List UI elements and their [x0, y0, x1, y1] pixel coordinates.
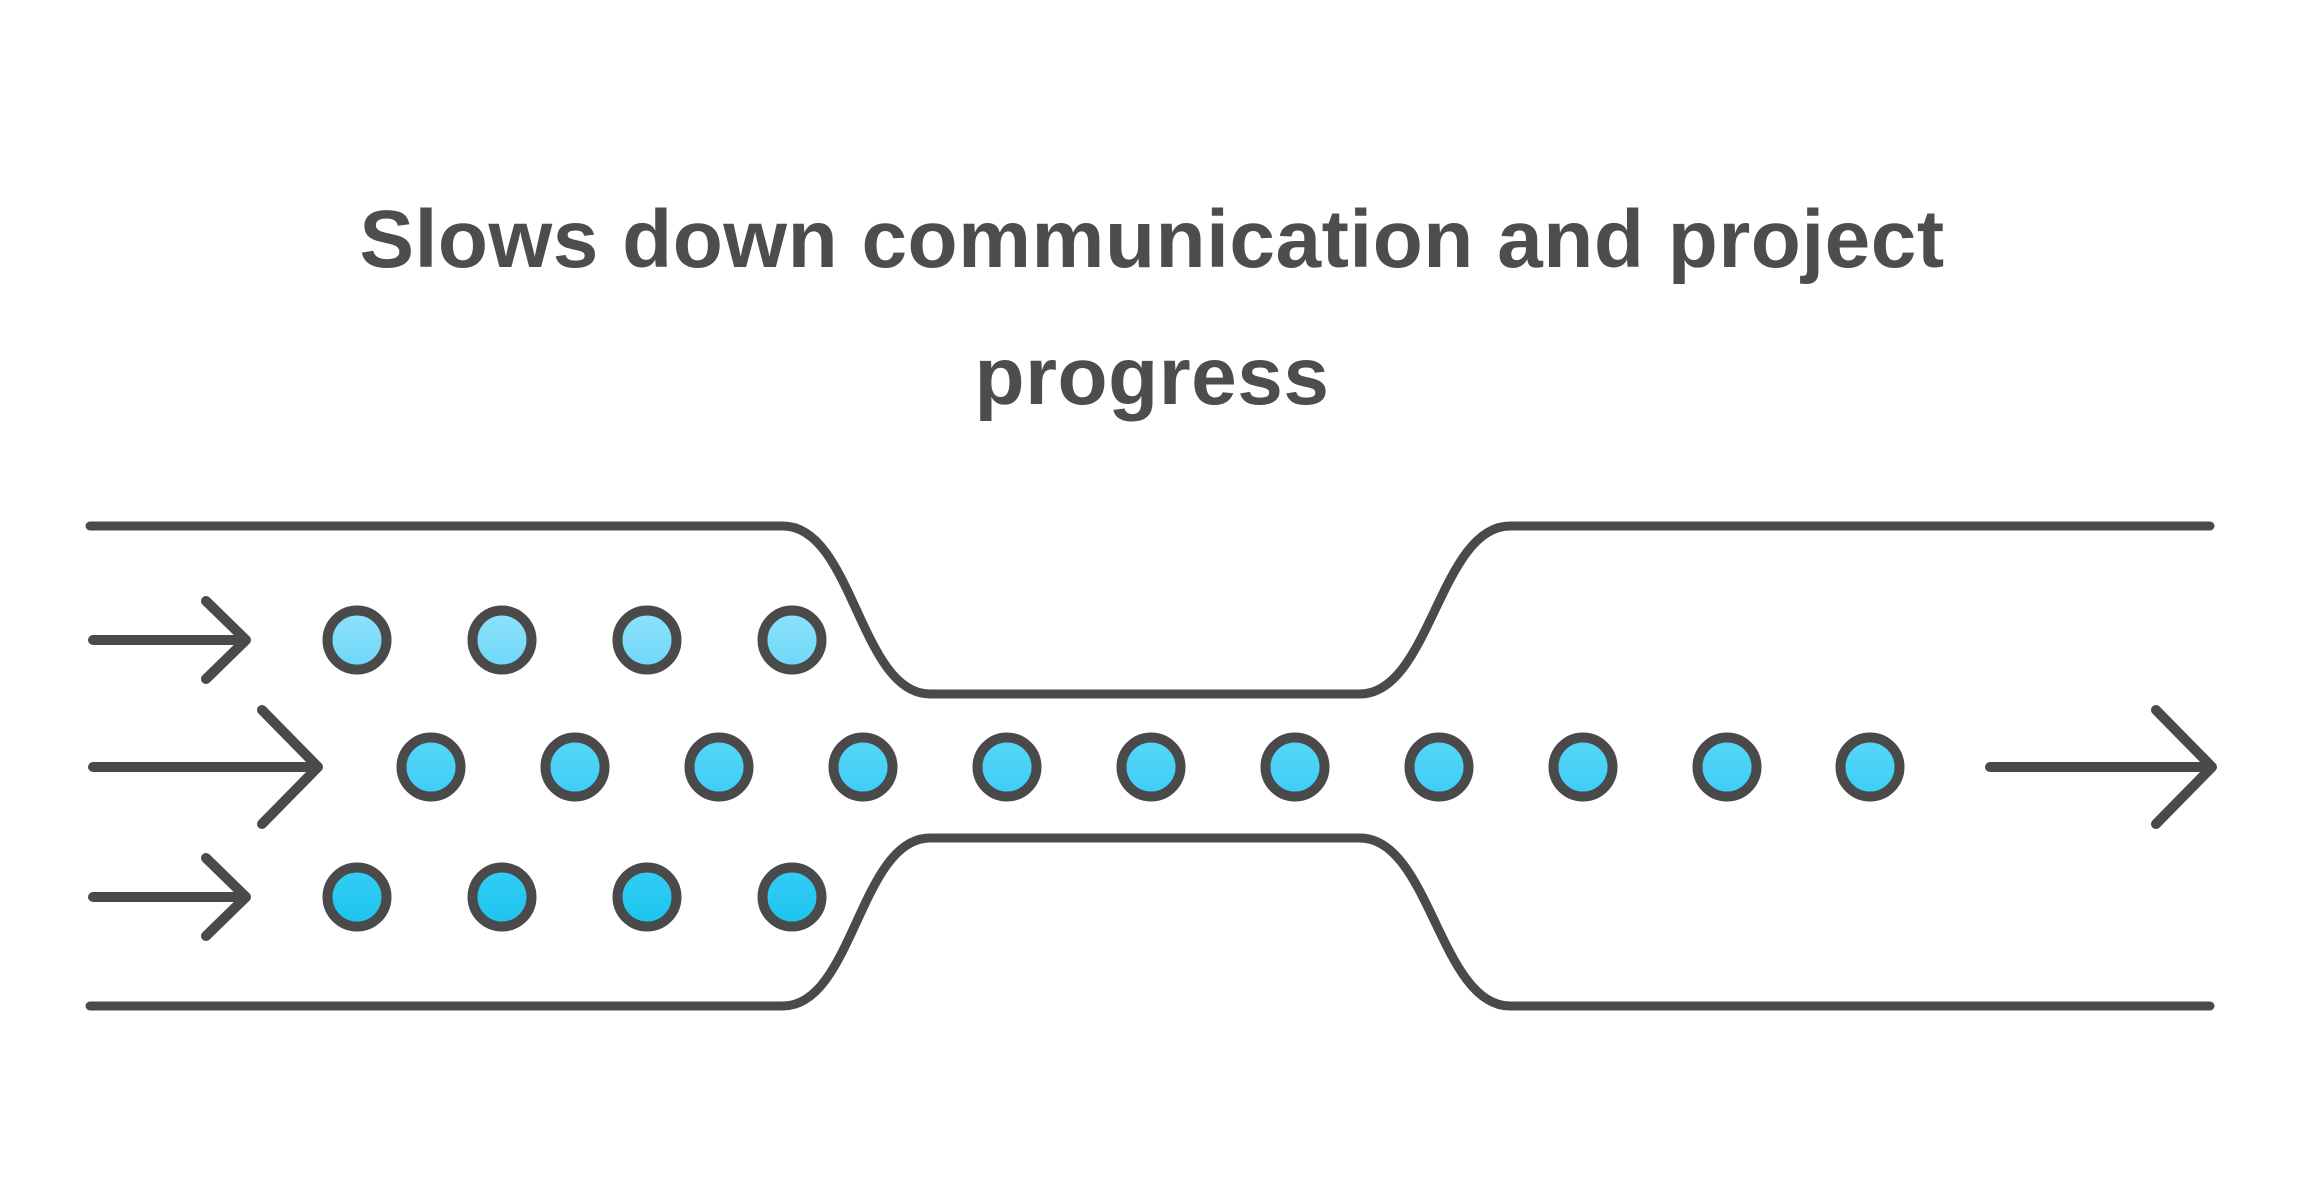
middle-lane-dot	[972, 732, 1042, 802]
bottom-lane-dot	[757, 862, 827, 932]
outflow-arrow-icon	[1985, 705, 2217, 829]
middle-lane-dot	[684, 732, 754, 802]
middle-lane-dot	[1260, 732, 1330, 802]
middle-lane-dot	[1548, 732, 1618, 802]
middle-lane-dot	[1692, 732, 1762, 802]
top-lane-dot	[612, 605, 682, 675]
inflow-arrow-middle-icon	[88, 705, 323, 829]
pipe-bottom-outline	[85, 833, 2215, 1011]
page-title-line2: progress	[974, 331, 1330, 422]
dots-lane-bottom	[322, 862, 827, 932]
dots-lane-middle	[396, 732, 1905, 802]
middle-lane-dot	[1116, 732, 1186, 802]
top-lane-dot	[757, 605, 827, 675]
bottom-lane-dot	[467, 862, 537, 932]
top-lane-dot	[467, 605, 537, 675]
bottom-lane-dot	[322, 862, 392, 932]
pipe-top-outline	[85, 521, 2215, 699]
page-title-line1: Slows down communication and project	[359, 194, 1945, 285]
page-title: Slows down communication and project pro…	[0, 171, 2304, 445]
top-lane-dot	[322, 605, 392, 675]
middle-lane-dot	[396, 732, 466, 802]
inflow-arrow-top-icon	[88, 596, 251, 684]
dots-lane-top	[322, 605, 827, 675]
middle-lane-dot	[828, 732, 898, 802]
middle-lane-dot	[1404, 732, 1474, 802]
bottom-lane-dot	[612, 862, 682, 932]
middle-lane-dot	[1835, 732, 1905, 802]
inflow-arrow-bottom-icon	[88, 853, 251, 941]
middle-lane-dot	[540, 732, 610, 802]
